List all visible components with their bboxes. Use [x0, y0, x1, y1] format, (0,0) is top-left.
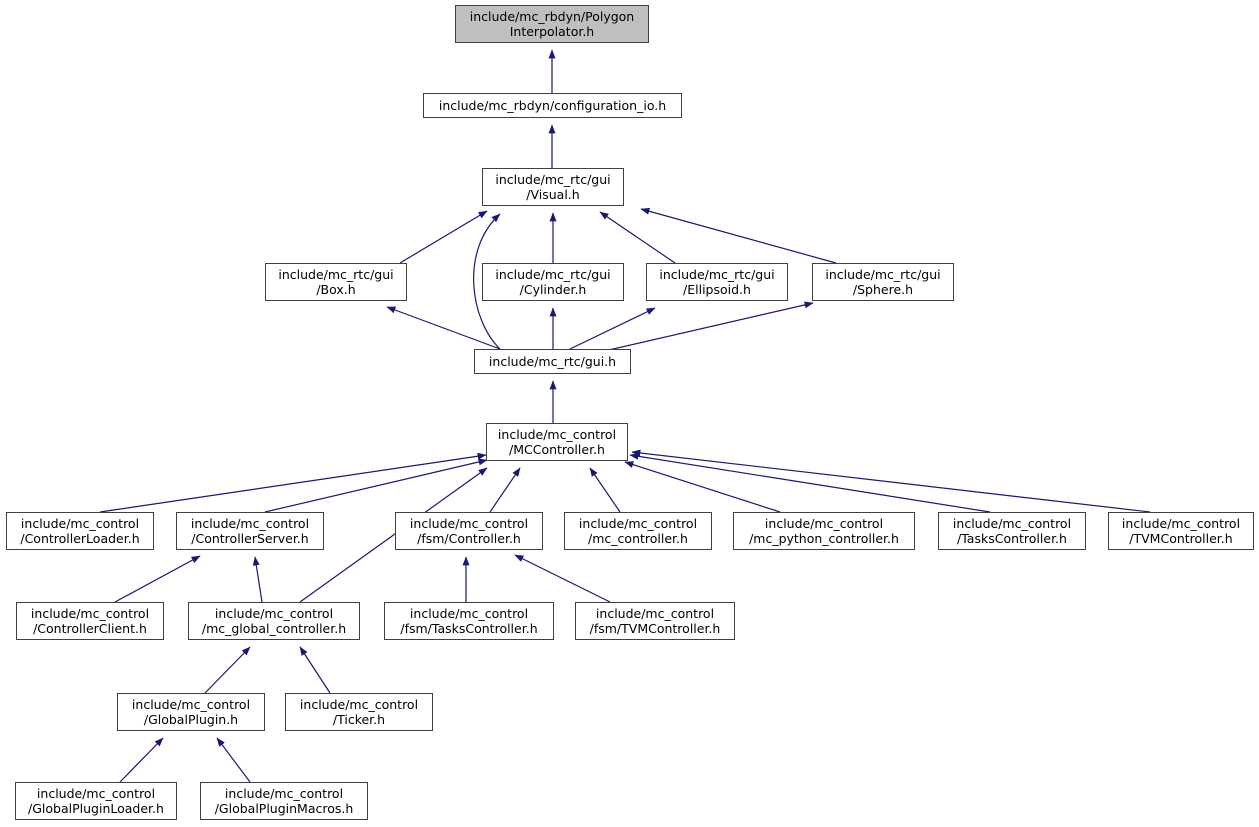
node-polygon_interpolator[interactable]: include/mc_rbdyn/Polygon Interpolator.h: [455, 5, 649, 43]
node-ticker[interactable]: include/mc_control /Ticker.h: [285, 693, 433, 731]
node-globalpluginloader[interactable]: include/mc_control /GlobalPluginLoader.h: [15, 782, 177, 820]
node-label: include/mc_control /mc_global_controller…: [201, 606, 347, 636]
node-label: include/mc_control /TVMController.h: [1121, 516, 1241, 546]
node-globalpluginmacros[interactable]: include/mc_control /GlobalPluginMacros.h: [200, 782, 368, 820]
node-label: include/mc_control /GlobalPluginMacros.h: [214, 786, 354, 816]
node-label: include/mc_rbdyn/configuration_io.h: [438, 98, 667, 113]
edge-ellipsoid-to-visual: [599, 211, 676, 264]
edge-fsm_controller-to-mccontroller: [489, 467, 521, 513]
node-label: include/mc_rtc/gui /Box.h: [278, 267, 394, 297]
node-mc_python_controller[interactable]: include/mc_control /mc_python_controller…: [733, 512, 915, 550]
node-mccontroller[interactable]: include/mc_control /MCController.h: [486, 423, 628, 461]
node-sphere[interactable]: include/mc_rtc/gui /Sphere.h: [812, 263, 954, 301]
node-label: include/mc_rtc/gui.h: [488, 354, 617, 369]
edge-controllerclient-to-controllerserver: [114, 555, 201, 603]
edge-sphere-to-visual: [640, 207, 837, 264]
node-label: include/mc_control /mc_controller.h: [578, 516, 698, 546]
edge-mc_controller-to-mccontroller: [589, 467, 621, 513]
node-box[interactable]: include/mc_rtc/gui /Box.h: [265, 263, 407, 301]
edge-gui-to-box: [386, 306, 501, 350]
edge-gui-to-sphere: [599, 301, 814, 353]
node-label: include/mc_rtc/gui /Cylinder.h: [495, 267, 611, 297]
edge-controllerloader-to-mccontroller: [99, 452, 487, 513]
node-label: include/mc_control /fsm/TasksController.…: [400, 606, 538, 636]
node-label: include/mc_control /Ticker.h: [299, 697, 419, 727]
node-label: include/mc_control /GlobalPlugin.h: [131, 697, 251, 727]
node-globalplugin[interactable]: include/mc_control /GlobalPlugin.h: [117, 693, 265, 731]
edge-taskscontroller-to-mccontroller: [629, 452, 991, 513]
node-label: include/mc_rtc/gui /Ellipsoid.h: [659, 267, 775, 297]
node-tvmcontroller[interactable]: include/mc_control /TVMController.h: [1108, 512, 1254, 550]
node-label: include/mc_rbdyn/Polygon Interpolator.h: [469, 9, 635, 39]
node-label: include/mc_control /ControllerServer.h: [190, 516, 310, 546]
node-controllerserver[interactable]: include/mc_control /ControllerServer.h: [176, 512, 324, 550]
node-label: include/mc_control /MCController.h: [497, 427, 617, 457]
node-label: include/mc_control /mc_python_controller…: [749, 516, 899, 546]
edge-mc_python_controller-to-mccontroller: [624, 461, 781, 513]
edge-tvmcontroller-to-mccontroller: [631, 449, 1151, 513]
edge-box-to-visual: [399, 210, 488, 264]
node-mc_global_controller[interactable]: include/mc_control /mc_global_controller…: [188, 602, 360, 640]
node-label: include/mc_rtc/gui /Sphere.h: [825, 267, 941, 297]
edge-mc_global_controller-to-controllerserver: [252, 556, 263, 603]
edge-ticker-to-mc_global_controller: [299, 646, 331, 694]
node-configuration_io[interactable]: include/mc_rbdyn/configuration_io.h: [423, 93, 682, 118]
node-label: include/mc_control /GlobalPluginLoader.h: [28, 786, 164, 816]
edge-group: [99, 49, 1151, 783]
edge-globalpluginmacros-to-globalplugin: [216, 737, 251, 783]
node-label: include/mc_control /ControllerClient.h: [30, 606, 150, 636]
edge-fsm_tvmcontroller-to-fsm_controller: [514, 554, 611, 603]
node-fsm_tvmcontroller[interactable]: include/mc_control /fsm/TVMController.h: [575, 602, 735, 640]
node-fsm_taskscontroller[interactable]: include/mc_control /fsm/TasksController.…: [384, 602, 554, 640]
node-label: include/mc_control /ControllerLoader.h: [20, 516, 140, 546]
node-visual[interactable]: include/mc_rtc/gui /Visual.h: [482, 168, 624, 206]
node-label: include/mc_rtc/gui /Visual.h: [495, 172, 611, 202]
node-cylinder[interactable]: include/mc_rtc/gui /Cylinder.h: [482, 263, 624, 301]
node-mc_controller[interactable]: include/mc_control /mc_controller.h: [564, 512, 712, 550]
node-label: include/mc_control /TasksController.h: [952, 516, 1072, 546]
node-controllerclient[interactable]: include/mc_control /ControllerClient.h: [16, 602, 164, 640]
edge-controllerserver-to-mccontroller: [264, 458, 488, 513]
node-controllerloader[interactable]: include/mc_control /ControllerLoader.h: [6, 512, 154, 550]
node-fsm_controller[interactable]: include/mc_control /fsm/Controller.h: [395, 512, 543, 550]
edge-globalpluginloader-to-globalplugin: [119, 737, 164, 783]
node-ellipsoid[interactable]: include/mc_rtc/gui /Ellipsoid.h: [646, 263, 788, 301]
node-label: include/mc_control /fsm/Controller.h: [409, 516, 529, 546]
edge-globalplugin-to-mc_global_controller: [204, 646, 251, 694]
node-gui[interactable]: include/mc_rtc/gui.h: [474, 349, 631, 374]
node-label: include/mc_control /fsm/TVMController.h: [589, 606, 721, 636]
node-taskscontroller[interactable]: include/mc_control /TasksController.h: [938, 512, 1086, 550]
edge-gui-to-ellipsoid: [569, 307, 656, 350]
